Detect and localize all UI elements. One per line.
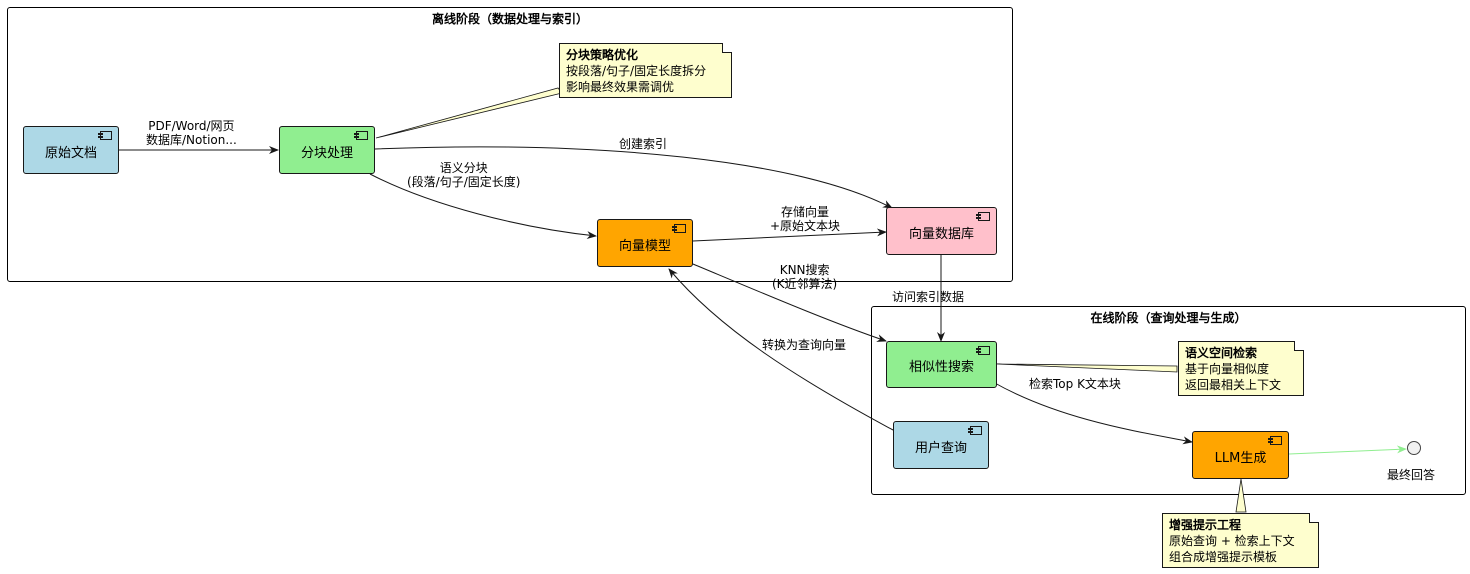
similarity-search-label: 相似性搜索: [908, 360, 974, 375]
component-icon: [1268, 436, 1282, 445]
edge-label-store-vectors: 存储向量 +原始文本块: [770, 205, 840, 233]
raw-docs-label: 原始文档: [44, 145, 97, 161]
llm-label: LLM生成: [1214, 450, 1267, 466]
note-title: 分块策略优化: [566, 48, 639, 62]
component-icon: [98, 131, 112, 140]
edge-label-line: (段落/句子/固定长度): [407, 175, 521, 189]
chunking-component[interactable]: 分块处理: [279, 126, 375, 174]
embedding-model-label: 向量模型: [618, 238, 671, 254]
vector-db-label: 向量数据库: [908, 226, 974, 242]
edge-label-line: (K近邻算法): [772, 277, 838, 291]
augmented-prompt-note: 增强提示工程 原始查询 + 检索上下文 组合成增强提示模板: [1162, 513, 1319, 568]
edge-label-line: KNN搜索: [779, 263, 830, 277]
edge-label-to-query-vector: 转换为查询向量: [762, 338, 847, 352]
edge-final-answer: [1288, 445, 1407, 455]
note-line: 基于向量相似度: [1185, 362, 1270, 376]
final-answer-label: 最终回答: [1387, 468, 1436, 482]
note-line: 按段落/句子/固定长度拆分: [566, 64, 707, 78]
note-connector-search: [996, 363, 1178, 373]
component-icon: [976, 212, 990, 221]
component-icon: [672, 224, 686, 233]
edge-label-access-index: 访问索引数据: [892, 290, 965, 304]
offline-frame-title: 离线阶段（数据处理与索引）: [431, 12, 588, 26]
raw-docs-component[interactable]: 原始文档: [23, 126, 119, 174]
note-connector-llm: [1235, 478, 1247, 513]
edge-label-create-index: 创建索引: [619, 137, 668, 151]
note-line: 影响最终效果需调优: [566, 80, 675, 94]
edge-label-retrieve-topk: 检索Top K文本块: [1029, 377, 1121, 391]
edge-to-query-vector: [668, 268, 894, 431]
edge-knn: [692, 263, 887, 342]
embedding-model-component[interactable]: 向量模型: [597, 219, 693, 267]
edge-label-line: PDF/Word/网页: [148, 119, 235, 133]
chunk-strategy-note: 分块策略优化 按段落/句子/固定长度拆分 影响最终效果需调优: [559, 43, 732, 98]
llm-component[interactable]: LLM生成: [1192, 431, 1289, 479]
online-frame: 在线阶段（查询处理与生成）: [871, 306, 1466, 495]
edge-label-semantic-chunk: 语义分块 (段落/句子/固定长度): [407, 161, 520, 189]
edge-semantic-chunk: [369, 173, 597, 240]
offline-frame: 离线阶段（数据处理与索引）: [7, 7, 1013, 282]
component-icon: [968, 426, 982, 435]
edge-label-line: 存储向量: [781, 205, 830, 219]
edge-label-line: 数据库/Notion...: [146, 133, 237, 147]
component-icon: [354, 131, 368, 140]
edge-retrieve-topk: [992, 381, 1193, 445]
edge-label-knn: KNN搜索 (K近邻算法): [772, 263, 837, 291]
similarity-search-component[interactable]: 相似性搜索: [886, 341, 997, 388]
online-frame-title: 在线阶段（查询处理与生成）: [1090, 311, 1247, 325]
semantic-search-note: 语义空间检索 基于向量相似度 返回最相关上下文: [1178, 341, 1304, 396]
note-line: 原始查询 + 检索上下文: [1169, 534, 1295, 548]
edge-label-line: 语义分块: [439, 161, 488, 175]
edge-create-index: [374, 146, 893, 209]
edge-label-docs-to-chunk: PDF/Word/网页 数据库/Notion...: [146, 119, 237, 147]
edge-label-line: +原始文本块: [770, 219, 841, 233]
note-line: 组合成增强提示模板: [1169, 550, 1278, 564]
note-title: 增强提示工程: [1169, 518, 1242, 532]
chunking-label: 分块处理: [300, 145, 353, 161]
user-query-component[interactable]: 用户查询: [893, 421, 989, 469]
vector-db-component[interactable]: 向量数据库: [886, 207, 997, 255]
note-line: 返回最相关上下文: [1185, 378, 1282, 392]
edge-store-vectors: [692, 228, 887, 242]
component-icon: [976, 346, 990, 355]
final-answer-endpoint: [1407, 441, 1421, 455]
note-title: 语义空间检索: [1185, 346, 1258, 360]
user-query-label: 用户查询: [914, 440, 967, 456]
note-connector-chunk: [375, 87, 563, 139]
